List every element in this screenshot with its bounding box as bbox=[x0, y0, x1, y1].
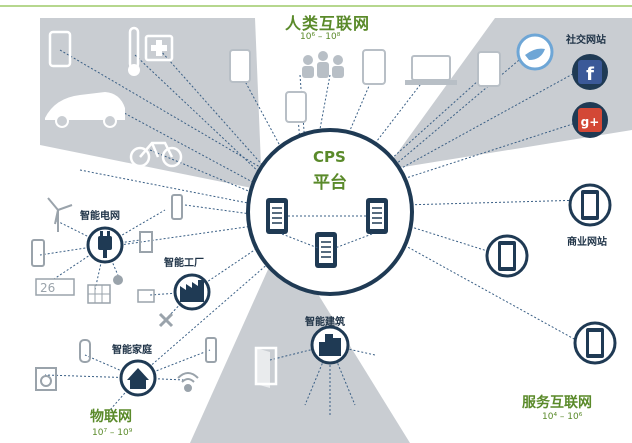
ev-charger-icon bbox=[31, 239, 45, 267]
ev-charger-icon bbox=[205, 337, 217, 363]
cps-subtitle: 平台 bbox=[313, 173, 347, 193]
smartphone-icon bbox=[477, 51, 501, 87]
wind-turbine-icon bbox=[47, 197, 73, 232]
light-bulb-icon bbox=[79, 339, 91, 363]
services-internet-label: 服务互联网 bbox=[522, 395, 592, 411]
smart-factory-label: 智能工厂 bbox=[164, 258, 204, 269]
building-icon bbox=[310, 325, 350, 365]
cone-left bbox=[40, 18, 262, 190]
home-icon bbox=[119, 359, 157, 397]
server-icon bbox=[366, 198, 388, 234]
connection-lines bbox=[39, 49, 586, 415]
business-web-label: 商业网站 bbox=[567, 237, 607, 248]
sun-icon bbox=[113, 275, 123, 285]
factory-icon bbox=[173, 273, 211, 311]
smartphone-icon bbox=[229, 49, 251, 83]
electric-car-icon bbox=[45, 92, 125, 128]
ev-charger-icon bbox=[171, 194, 183, 220]
cps-title: CPS bbox=[313, 148, 346, 166]
first-aid-icon bbox=[144, 34, 174, 62]
cps-platform-circle bbox=[246, 128, 414, 296]
cone-bottom bbox=[190, 265, 410, 443]
laptop-icon bbox=[405, 55, 457, 85]
battery-icon bbox=[139, 231, 153, 253]
people-icon bbox=[302, 51, 344, 78]
washing-machine-icon bbox=[35, 367, 57, 391]
server-icon bbox=[266, 198, 288, 234]
server-links bbox=[281, 215, 373, 249]
svg-text:26: 26 bbox=[40, 281, 55, 295]
solar-panel-icon bbox=[87, 284, 111, 304]
bicycle-icon bbox=[129, 141, 183, 168]
google-plus-icon: g+ bbox=[572, 102, 608, 138]
smartphone-icon bbox=[285, 91, 307, 123]
twitter-icon bbox=[516, 33, 554, 71]
meter-icon: 26 bbox=[35, 278, 75, 296]
facebook-icon: f bbox=[572, 54, 608, 90]
server-icon bbox=[568, 183, 612, 227]
smart-grid-label: 智能电网 bbox=[80, 211, 120, 222]
thermometer-icon bbox=[128, 26, 140, 76]
smart-home-label: 智能家庭 bbox=[112, 345, 152, 356]
svg-text:g+: g+ bbox=[581, 115, 600, 129]
human-internet-label: 人类互联网 bbox=[285, 14, 371, 33]
tools-icon bbox=[158, 312, 174, 328]
door-icon bbox=[254, 346, 278, 388]
machine-icon bbox=[137, 289, 155, 303]
smart-building-label: 智能建筑 bbox=[305, 317, 345, 328]
social-web-label: 社交网站 bbox=[566, 35, 606, 46]
server-icon bbox=[485, 234, 529, 278]
server-icon bbox=[573, 321, 617, 365]
svg-text:f: f bbox=[586, 64, 594, 85]
cone-right bbox=[385, 18, 632, 170]
iot-range: 10⁷ – 10⁹ bbox=[92, 428, 133, 438]
server-icon bbox=[315, 232, 337, 268]
services-internet-range: 10⁴ – 10⁶ bbox=[542, 412, 583, 422]
power-plug-icon bbox=[86, 226, 124, 264]
phone-icon bbox=[48, 30, 72, 68]
human-internet-range: 10⁶ – 10⁸ bbox=[300, 32, 341, 42]
wifi-sensor-icon bbox=[177, 372, 199, 392]
smartphone-icon bbox=[362, 49, 386, 85]
iot-label: 物联网 bbox=[90, 409, 132, 425]
